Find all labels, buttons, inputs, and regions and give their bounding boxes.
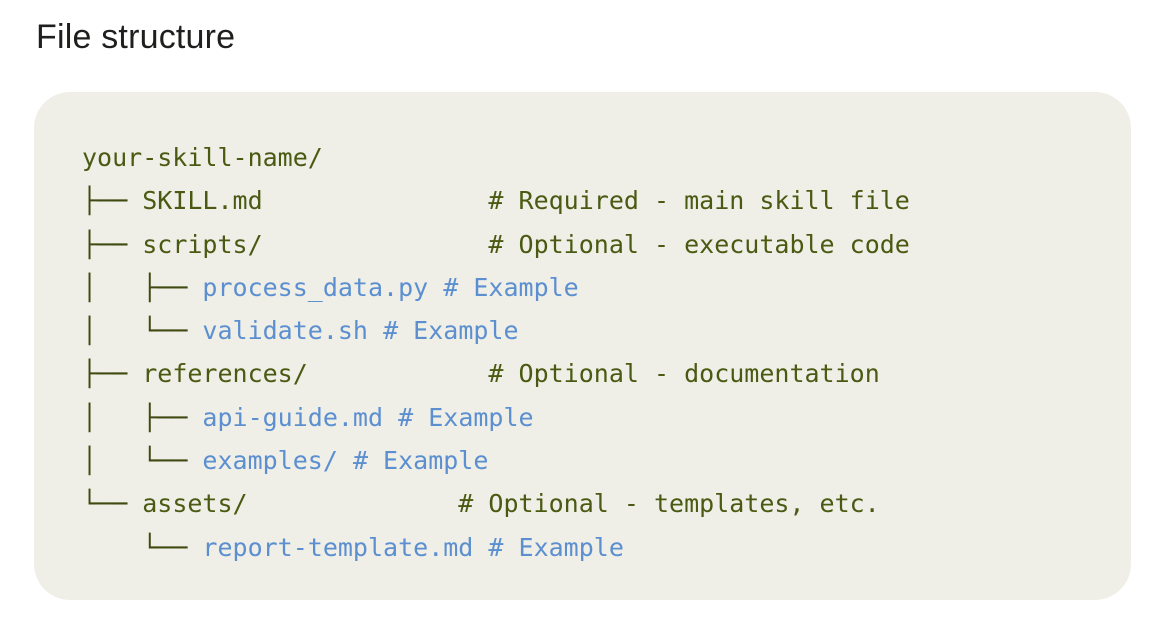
tree-branch: │ └── [82,446,203,476]
section-heading: File structure [36,18,236,56]
tree-branch: ├── [82,359,143,389]
folder-comment: # Optional - templates, etc. [458,489,880,519]
tree-row: ├── references/ # Optional - documentati… [82,352,910,395]
folder-name: scripts/ [142,229,263,259]
file-tree: your-skill-name/ ├── SKILL.md # Required … [82,136,910,569]
tree-branch: ├── [82,186,143,216]
example-comment: # Example [488,532,624,562]
tree-row: │ ├── process_data.py # Example [82,266,910,309]
tree-branch: │ ├── [82,402,203,432]
tree-row: └── report-template.md # Example [82,526,910,569]
tree-row: ├── SKILL.md # Required - main skill fil… [82,179,910,222]
folder-comment: # Optional - executable code [488,229,910,259]
example-folder-name: examples/ [202,446,338,476]
tree-row: │ ├── api-guide.md # Example [82,396,910,439]
example-comment: # Example [383,316,519,346]
tree-root: your-skill-name/ [82,136,910,179]
tree-branch: └── [82,489,143,519]
example-file-name: process_data.py [202,272,429,302]
example-comment: # Example [443,272,579,302]
file-comment: # Required - main skill file [488,186,910,216]
example-comment: # Example [398,402,534,432]
tree-row: │ └── examples/ # Example [82,439,910,482]
tree-row: └── assets/ # Optional - templates, etc. [82,482,910,525]
code-block [34,92,1131,600]
example-file-name: api-guide.md [202,402,384,432]
tree-row: ├── scripts/ # Optional - executable cod… [82,223,910,266]
file-name: SKILL.md [142,186,263,216]
tree-branch: │ └── [82,316,203,346]
root-folder-name: your-skill-name/ [82,143,323,172]
folder-comment: # Optional - documentation [488,359,880,389]
tree-branch: │ ├── [82,272,203,302]
example-file-name: report-template.md [202,532,474,562]
tree-branch: ├── [82,229,143,259]
example-comment: # Example [352,446,489,476]
tree-row: │ └── validate.sh # Example [82,309,910,352]
folder-name: assets/ [142,489,248,519]
example-file-name: validate.sh [202,316,368,346]
folder-name: references/ [142,359,308,389]
tree-branch: └── [82,532,203,562]
